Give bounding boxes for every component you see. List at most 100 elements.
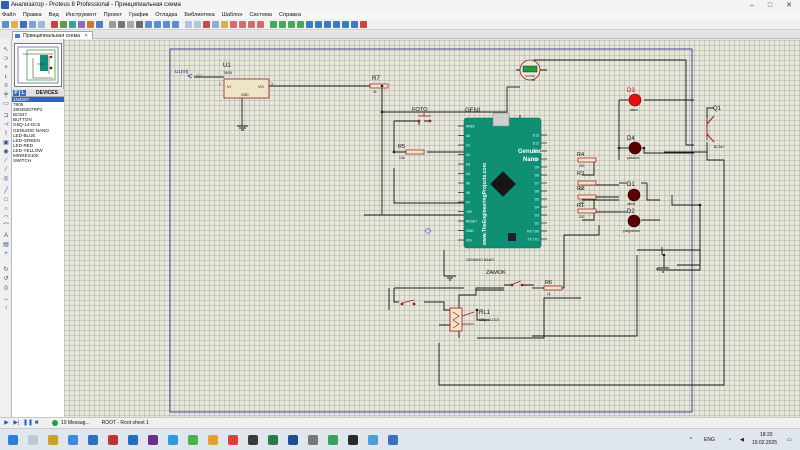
device-list-item[interactable]: BUTTON [13,117,32,123]
symbol-2d-icon[interactable]: ▤ [3,242,9,248]
clock-time[interactable]: 18:33 [760,432,773,438]
app2-icon[interactable] [308,435,318,445]
virtual-instruments-icon[interactable]: ◎ [3,176,9,182]
stop-icon[interactable]: ■ [34,419,39,426]
junction-dot-icon[interactable]: + [4,65,8,71]
device-list-item[interactable]: MINRES10K [13,153,40,159]
undo-icon[interactable] [185,20,192,28]
menu-graph[interactable]: График [129,11,149,18]
play-icon[interactable]: ▶ [4,419,9,426]
zoom-all-icon[interactable] [163,20,170,28]
text-script-icon[interactable]: ≡ [4,83,8,89]
transistor-q1[interactable]: Q1 BC547 [706,106,724,149]
terminals-icon[interactable]: ⊐ [3,113,9,119]
clock-date[interactable]: 19.02.2025 [752,440,778,446]
resistor-r3[interactable]: R3 220 [577,171,597,191]
close-button[interactable]: ✕ [786,2,792,9]
mirror-y-icon[interactable]: ↕ [4,305,8,311]
minimize-button[interactable]: – [750,1,754,9]
edge-icon[interactable] [168,435,178,445]
copy-icon[interactable] [212,20,219,28]
import-icon[interactable] [29,20,36,28]
genuino-nano-board[interactable]: GEN1 Genuino Nano www.TheEngineeringProj… [458,108,547,262]
input-terminal[interactable]: U1(VI) 5VS [175,69,203,79]
yandex-icon[interactable] [228,435,238,445]
regulator-u1[interactable]: U1 7805 VI VO GND 1 3 [219,63,273,99]
maximize-button[interactable]: □ [767,1,773,9]
sub-circuit-icon[interactable]: ▭ [3,101,9,107]
box-2d-icon[interactable]: □ [4,197,8,203]
menu-project[interactable]: Проект [103,11,123,18]
block-rotate-icon[interactable] [248,20,255,28]
mirror-x-icon[interactable]: ↔ [3,296,9,302]
buses-icon[interactable]: ╪ [3,92,9,98]
menu-library[interactable]: Библиотека [184,11,215,18]
property-assignment-icon[interactable] [324,20,331,28]
outlook-icon[interactable] [128,435,138,445]
terminal-icon[interactable] [348,435,358,445]
refresh-icon[interactable] [109,20,116,28]
rotate-clockwise-icon[interactable]: ↻ [3,267,9,273]
keyboard-language[interactable]: ENG [704,437,715,443]
device-list-item[interactable]: LED-BLUE [13,132,36,138]
block-delete-icon[interactable] [257,20,264,28]
path-2d-icon[interactable]: ⌒ [2,224,9,230]
zoom-area-icon[interactable] [172,20,179,28]
make-device-icon[interactable] [279,20,286,28]
tab-close-icon[interactable]: ✕ [84,32,89,39]
resistor-r2[interactable]: R2 220 [577,186,597,205]
pick-from-libraries-button[interactable]: P [13,89,19,96]
wire-autorouter-icon[interactable] [306,20,313,28]
menu-tool[interactable]: Инструмент [65,11,97,18]
zoom-in-icon[interactable] [145,20,152,28]
device-list-item[interactable]: LED-RED [13,142,34,148]
line-2d-icon[interactable]: ╱ [4,188,8,194]
relay-rl1[interactable]: RL1 G5Q-14-DC5 [449,307,499,332]
paste-icon[interactable] [221,20,228,28]
circle-2d-icon[interactable]: ○ [4,206,8,212]
vlc-icon[interactable] [208,435,218,445]
library-manager-button[interactable]: L [20,89,26,96]
volume-icon[interactable]: ◀ [740,437,744,443]
electrical-rule-check-icon[interactable] [360,20,367,28]
device-list-item[interactable]: GENUINO NANO [13,127,49,133]
resistor-r7[interactable]: R7 1k [369,76,389,94]
device-list-item[interactable]: G5Q-14-DC5 [13,122,41,128]
proteus-taskbar-icon[interactable] [288,435,298,445]
pcb-icon[interactable] [69,20,76,28]
arc-2d-icon[interactable]: ◠ [3,215,9,221]
arduino-icon[interactable] [388,435,398,445]
block-copy-icon[interactable] [230,20,237,28]
powerpoint-icon[interactable] [108,435,118,445]
device-pins-icon[interactable]: ⊣ [3,122,9,128]
menu-help[interactable]: Справка [279,11,301,18]
tape-recorder-icon[interactable]: ▣ [3,140,9,146]
resistor-r1[interactable]: R1 220 [577,203,597,219]
tab-schematic[interactable]: Принципиальная схема ✕ [12,31,94,39]
open-icon[interactable] [11,20,18,28]
device-list-item[interactable]: LED-YELLOW [13,147,43,153]
current-probe-icon[interactable]: ⁄ [5,167,7,173]
marker-2d-icon[interactable]: + [4,251,8,257]
buzzer-sound[interactable]: SOUND [519,59,541,81]
grid-icon[interactable] [118,20,125,28]
onenote-icon[interactable] [148,435,158,445]
new-sheet-icon[interactable] [333,20,340,28]
menu-system[interactable]: Система [249,11,273,18]
generator-icon[interactable]: ◉ [3,149,9,155]
search-icon[interactable] [315,20,322,28]
voltage-probe-icon[interactable]: ⁄ [5,158,7,164]
graph-mode-icon[interactable]: ⌇ [4,131,8,137]
tray-chevron-icon[interactable]: ^ [690,437,693,443]
wifi-icon[interactable]: ◔ [728,437,732,443]
device-list-item[interactable]: 1N4007 [12,97,64,103]
resistor-r5[interactable]: R5 10k [398,144,425,160]
app-icon[interactable] [268,435,278,445]
schematic-icon[interactable] [60,20,67,28]
messages-indicator[interactable]: 10 Messag... [52,420,90,426]
component-mode-icon[interactable]: ⊃ [3,56,9,62]
device-list-item[interactable]: 28045207RP2 [13,107,43,113]
led-d3[interactable]: D3 alarm [627,88,642,112]
save-icon[interactable] [20,20,27,28]
telegram-icon[interactable] [368,435,378,445]
